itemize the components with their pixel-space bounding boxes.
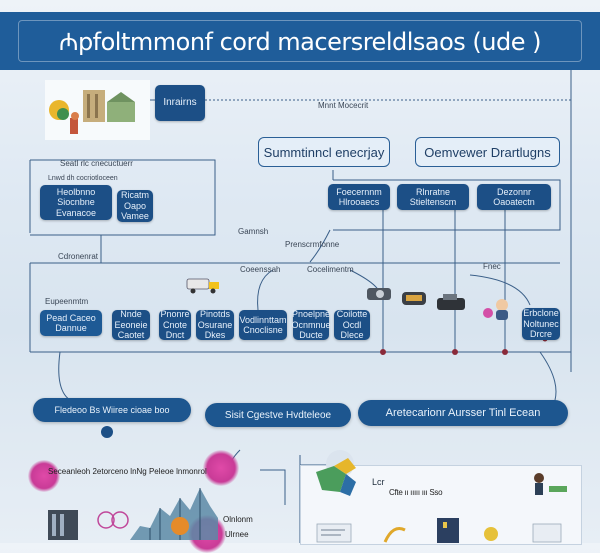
right-box-2: Rlnratne Stieltenscm — [397, 184, 469, 210]
header-left-card: Summtinncl enecrjay — [258, 137, 390, 167]
row-box-5-label: Vodlinnttam Cnoclisne — [239, 314, 287, 335]
row-box-8: Erbclone Noltunec Drcre — [522, 308, 560, 340]
pill-right: Aretecarionr Aursser Tinl Ecean — [358, 400, 568, 426]
title-banner: ₼pfoltmmonf cord macersreldlsaos (ude ) — [0, 12, 600, 70]
mid-label-a: Gamnsh — [238, 227, 269, 236]
right-box-2-label: Rlnratne Stieltenscm — [409, 186, 457, 207]
pill-left-label: Fledeoo Bs Wiiree cioae boo — [54, 405, 170, 415]
row-box-4: Pinotds Osurane Dkes — [196, 309, 234, 341]
machine-icon-2 — [400, 288, 428, 308]
bottom-small-label-2: Ulrnee — [225, 530, 249, 539]
magenta-node-2-icon — [203, 450, 239, 486]
puzzle-map-icon — [312, 448, 362, 500]
right-box-1: Foecernnm Hlrooaecs — [328, 184, 390, 210]
row-box-6: Pnoelpne Ocnmnue Ducte — [291, 309, 331, 341]
mid-label-e: Cocelimentm — [307, 265, 354, 274]
mid-label-g: Fnec — [483, 262, 501, 271]
factory-illustration-icon — [45, 80, 150, 140]
machine-icon-3 — [435, 292, 467, 314]
right-box-3: Dezonnr Oaoatectn — [477, 184, 551, 210]
right-box-3-label: Dezonnr Oaoatectn — [493, 186, 535, 207]
row-box-3-label: Pnonre Cnote Dnct — [160, 309, 190, 341]
mid-label-c: Cdronenrat — [58, 252, 99, 261]
page-title: ₼pfoltmmonf cord macersreldlsaos (ude ) — [59, 27, 542, 56]
pill-middle-label: Sisit Cgestve Hvdteleoe — [224, 409, 332, 421]
bottom-right-top-label: Lcr — [372, 477, 385, 487]
pill-left: Fledeoo Bs Wiiree cioae boo — [33, 398, 191, 422]
left-box-1-label: Heolbnno Siocnbne Evanacoe — [55, 186, 97, 218]
row-box-7-label: Coilotte Ocdl Dlece — [336, 309, 368, 341]
row-box-1-label: Pead Caceo Dannue — [46, 312, 96, 333]
skyline-chart-icon — [40, 478, 240, 543]
left-group-caption: Lnwd dh cocriotloceen — [48, 175, 118, 182]
row-box-2: Nnde Eeoneie Caotet — [112, 309, 150, 341]
magenta-node-1-icon — [28, 460, 60, 492]
bottom-small-label: Olnlonm — [223, 515, 253, 524]
row-box-8-label: Erbclone Noltunec Drcre — [523, 308, 559, 340]
left-group-label: Seatl rlc cnecuctuerr — [60, 159, 133, 168]
right-box-1-label: Foecernnm Hlrooaecs — [336, 186, 382, 207]
bottom-icons-row — [315, 518, 565, 543]
truck-icon — [183, 275, 223, 295]
row-box-6-label: Pnoelpne Ocnmnue Ducte — [291, 309, 331, 341]
bottom-right-mid-label: Cfte ıı ııııı ııı Sso — [389, 488, 443, 497]
mid-label-b: Prenscrmfonne — [285, 240, 340, 249]
row-box-4-label: Pinotds Osurane Dkes — [197, 309, 233, 341]
header-left-label: Summtinncl enecrjay — [263, 144, 385, 160]
person-podium-icon — [525, 470, 569, 500]
pill-right-label: Aretecarionr Aursser Tinl Ecean — [385, 407, 541, 419]
mid-label-d: Coeenssah — [240, 265, 281, 274]
row-box-7: Coilotte Ocdl Dlece — [334, 309, 370, 341]
pill-middle: Sisit Cgestve Hvdteleoe — [205, 403, 351, 427]
left-box-1: Heolbnno Siocnbne Evanacoe — [40, 185, 112, 220]
row-box-3: Pnonre Cnote Dnct — [159, 309, 191, 341]
banner-border — [18, 20, 582, 62]
top-badge-label: Inrairns — [163, 97, 197, 109]
left-box-2: Ricatm Oapo Vamee — [117, 190, 153, 222]
left-box-2-label: Ricatm Oapo Vamee — [120, 190, 149, 222]
mid-label-f: Eupeenmtm — [45, 297, 89, 306]
header-right-label: Oemvewer Drartlugns — [424, 144, 551, 160]
machine-icon-1 — [365, 285, 395, 303]
row-box-5: Vodlinnttam Cnoclisne — [239, 310, 287, 340]
row-box-1: Pead Caceo Dannue — [40, 310, 102, 336]
row-box-2-label: Nnde Eeoneie Caotet — [114, 309, 148, 341]
bottom-left-label: Seceanleoh 2etorceno lnNg Peleoe lnmonro… — [48, 467, 207, 476]
worker-icon — [480, 295, 516, 321]
top-connector-label: Mnnt Mocecrit — [318, 101, 369, 110]
top-badge-box: Inrairns — [155, 85, 205, 121]
header-right-card: Oemvewer Drartlugns — [415, 137, 560, 167]
